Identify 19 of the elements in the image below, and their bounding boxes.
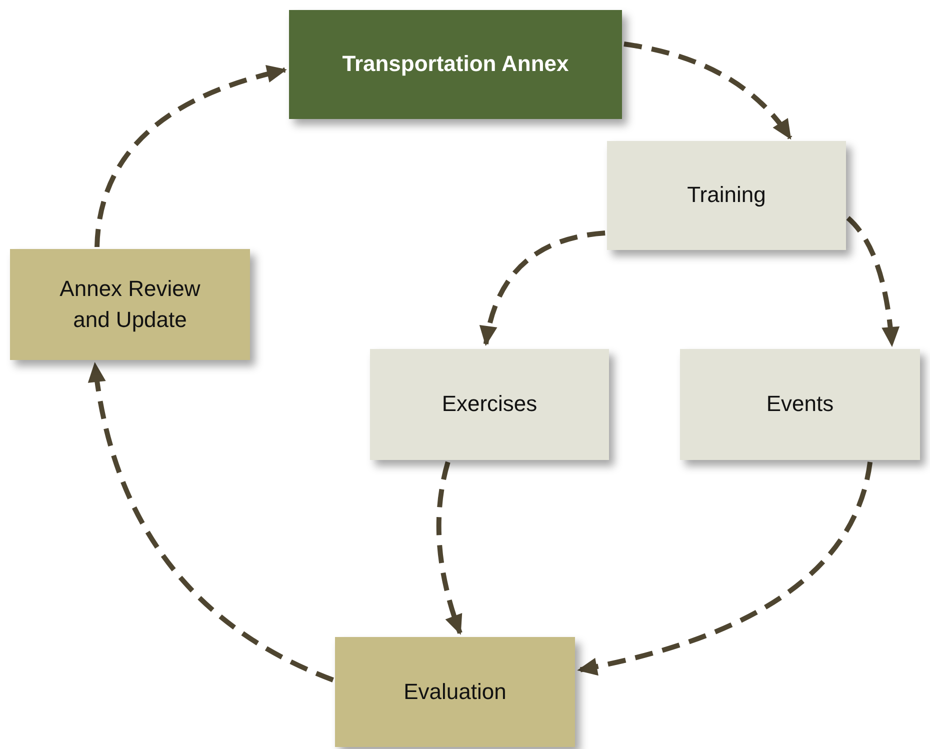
box-label: Events bbox=[766, 390, 834, 418]
dashed-arrow bbox=[846, 216, 900, 347]
dashed-arrow bbox=[88, 362, 334, 682]
dashed-arrow bbox=[624, 42, 792, 140]
dashed-arrow bbox=[436, 461, 463, 635]
box-label: Transportation Annex bbox=[342, 50, 569, 78]
box-label: Exercises bbox=[442, 390, 538, 418]
dashed-arrow bbox=[577, 462, 873, 676]
process-box bbox=[289, 10, 622, 119]
process-box bbox=[607, 141, 846, 250]
dashed-arrow bbox=[94, 66, 287, 248]
box-label: Training bbox=[687, 181, 766, 210]
process-box bbox=[335, 637, 575, 747]
process-box bbox=[10, 249, 250, 360]
box-label: Evaluation bbox=[404, 678, 506, 706]
box-label: Annex Review and Update bbox=[58, 274, 202, 334]
dashed-arrow bbox=[480, 230, 606, 346]
process-box bbox=[370, 349, 609, 460]
process-box bbox=[680, 349, 920, 460]
